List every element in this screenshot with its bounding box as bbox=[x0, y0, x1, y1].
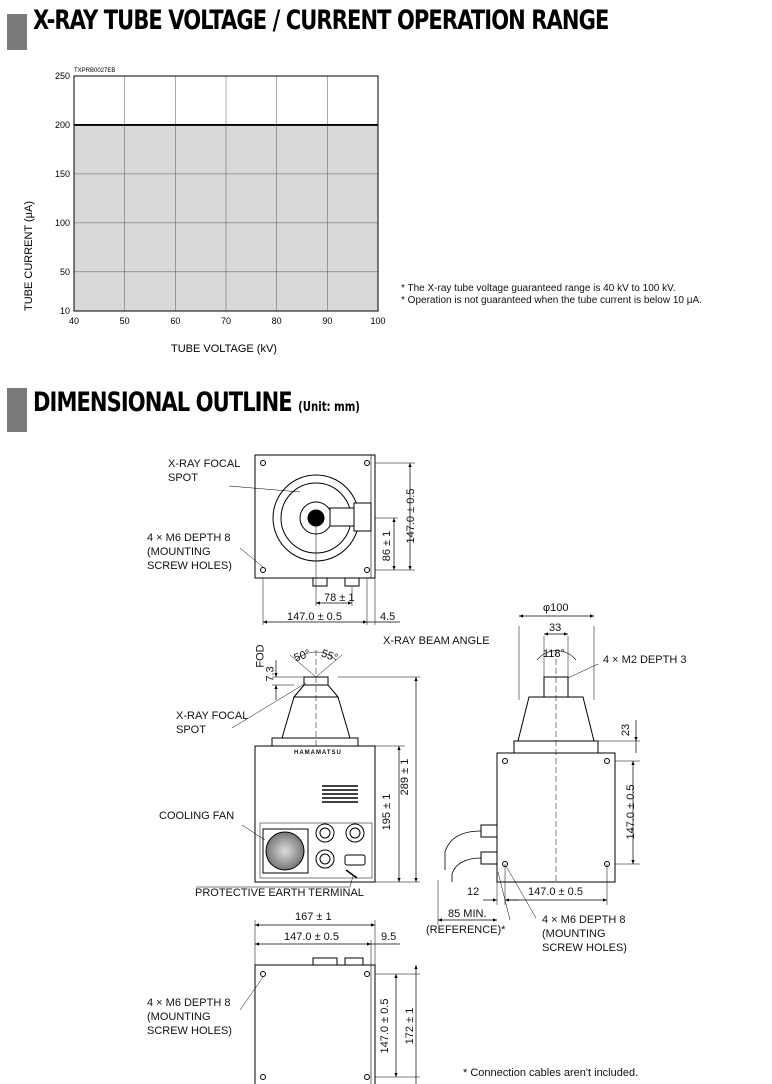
side-holes-label-2: (MOUNTING bbox=[542, 928, 606, 940]
x-tick-label: 80 bbox=[272, 316, 282, 326]
top-focal-label-2: SPOT bbox=[168, 472, 198, 484]
front-dim-195: 195 ± 1 bbox=[381, 793, 393, 831]
beam-angle-label: X-RAY BEAM ANGLE bbox=[383, 635, 490, 647]
x-tick-label: 60 bbox=[170, 316, 180, 326]
fod-label: FOD bbox=[254, 644, 267, 668]
top-holes-label-3: SCREW HOLES) bbox=[147, 560, 232, 572]
y-tick-label: 10 bbox=[60, 306, 70, 316]
chart-ylabel: TUBE CURRENT (μA) bbox=[23, 201, 35, 311]
front-focal-label-2: SPOT bbox=[176, 724, 206, 736]
bottom-holes-label-3: SCREW HOLES) bbox=[147, 1025, 232, 1037]
bottom-dim-172: 172 ± 1 bbox=[404, 1007, 416, 1045]
fod-value: 7.3 bbox=[264, 666, 277, 682]
note-2: * Operation is not guaranteed when the t… bbox=[401, 295, 702, 306]
cooling-fan-icon bbox=[265, 831, 305, 871]
top-dim-width: 147.0 ± 0.5 bbox=[287, 611, 342, 623]
section2-bar bbox=[7, 388, 27, 432]
front-dim-289: 289 ± 1 bbox=[399, 758, 411, 796]
x-tick-label: 50 bbox=[120, 316, 130, 326]
side-view bbox=[437, 614, 640, 925]
front-view bbox=[196, 650, 420, 888]
top-dim-78: 78 ± 1 bbox=[324, 592, 355, 604]
brand-label: HAMAMATSU bbox=[294, 750, 342, 756]
top-dim-45: 4.5 bbox=[380, 611, 396, 623]
x-tick-label: 40 bbox=[69, 316, 79, 326]
x-tick-label: 70 bbox=[221, 316, 231, 326]
bottom-holes-label-2: (MOUNTING bbox=[147, 1011, 211, 1023]
section1-title: X-RAY TUBE VOLTAGE / CURRENT OPERATION R… bbox=[33, 5, 609, 36]
side-dim-85: 85 MIN. bbox=[448, 908, 487, 920]
footnote: * Connection cables aren't included. bbox=[463, 1067, 639, 1079]
cooling-fan-label: COOLING FAN bbox=[159, 810, 235, 822]
earth-terminal-icon bbox=[345, 869, 358, 879]
bottom-holes-label-1: 4 × M6 DEPTH 8 bbox=[147, 997, 231, 1009]
y-tick-label: 200 bbox=[55, 120, 70, 130]
side-holes-label-1: 4 × M6 DEPTH 8 bbox=[542, 914, 626, 926]
y-tick-label: 100 bbox=[55, 218, 70, 228]
section1-bar bbox=[7, 14, 27, 50]
top-view bbox=[228, 454, 415, 625]
top-focal-label-1: X-RAY FOCAL bbox=[168, 458, 241, 470]
side-holes-label-3: SCREW HOLES) bbox=[542, 942, 627, 954]
y-tick-label: 150 bbox=[55, 169, 70, 179]
note-1: * The X-ray tube voltage guaranteed rang… bbox=[401, 283, 676, 294]
side-dim-33: 33 bbox=[549, 622, 562, 634]
earth-terminal-label: PROTECTIVE EARTH TERMINAL bbox=[195, 887, 364, 899]
side-dim-phi: φ100 bbox=[543, 602, 569, 614]
plot-frame bbox=[73, 75, 379, 312]
chart-xlabel: TUBE VOLTAGE (kV) bbox=[171, 343, 277, 355]
x-tick-label: 90 bbox=[322, 316, 332, 326]
bottom-dim-95: 9.5 bbox=[381, 931, 397, 943]
top-dim-86: 86 ± 1 bbox=[381, 530, 393, 562]
side-dim-12: 12 bbox=[467, 886, 480, 898]
top-dim-height: 147.0 ± 0.5 bbox=[405, 488, 417, 544]
section2-unit: (Unit: mm) bbox=[298, 400, 360, 415]
bottom-dim-167: 167 ± 1 bbox=[295, 911, 332, 923]
side-holes-top-label: 4 × M2 DEPTH 3 bbox=[603, 654, 687, 666]
top-holes-label-1: 4 × M6 DEPTH 8 bbox=[147, 532, 231, 544]
side-angle-118: 118° bbox=[543, 648, 565, 660]
bottom-view bbox=[239, 920, 420, 1084]
side-dim-23: 23 bbox=[620, 723, 633, 737]
front-focal-label-1: X-RAY FOCAL bbox=[176, 710, 249, 722]
side-reference: (REFERENCE)* bbox=[426, 924, 506, 936]
section2-title: DIMENSIONAL OUTLINE (Unit: mm) bbox=[33, 387, 360, 418]
side-dim-height: 147.0 ± 0.5 bbox=[625, 784, 637, 840]
bottom-dim-147: 147.0 ± 0.5 bbox=[284, 931, 339, 943]
bottom-view-body bbox=[254, 964, 376, 1084]
y-tick-label: 50 bbox=[60, 267, 70, 277]
operation-range-chart: TXPRB0027EB 40 50 60 70 80 90 100 10 50 100 150 200… bbox=[23, 68, 386, 355]
y-tick-label: 250 bbox=[55, 71, 70, 81]
chart-code: TXPRB0027EB bbox=[74, 68, 115, 74]
section2-title-text: DIMENSIONAL OUTLINE bbox=[33, 387, 293, 418]
top-holes-label-2: (MOUNTING bbox=[147, 546, 211, 558]
x-tick-label: 100 bbox=[370, 316, 385, 326]
side-dim-width: 147.0 ± 0.5 bbox=[528, 886, 583, 898]
bottom-dim-height: 147.0 ± 0.5 bbox=[379, 998, 391, 1054]
